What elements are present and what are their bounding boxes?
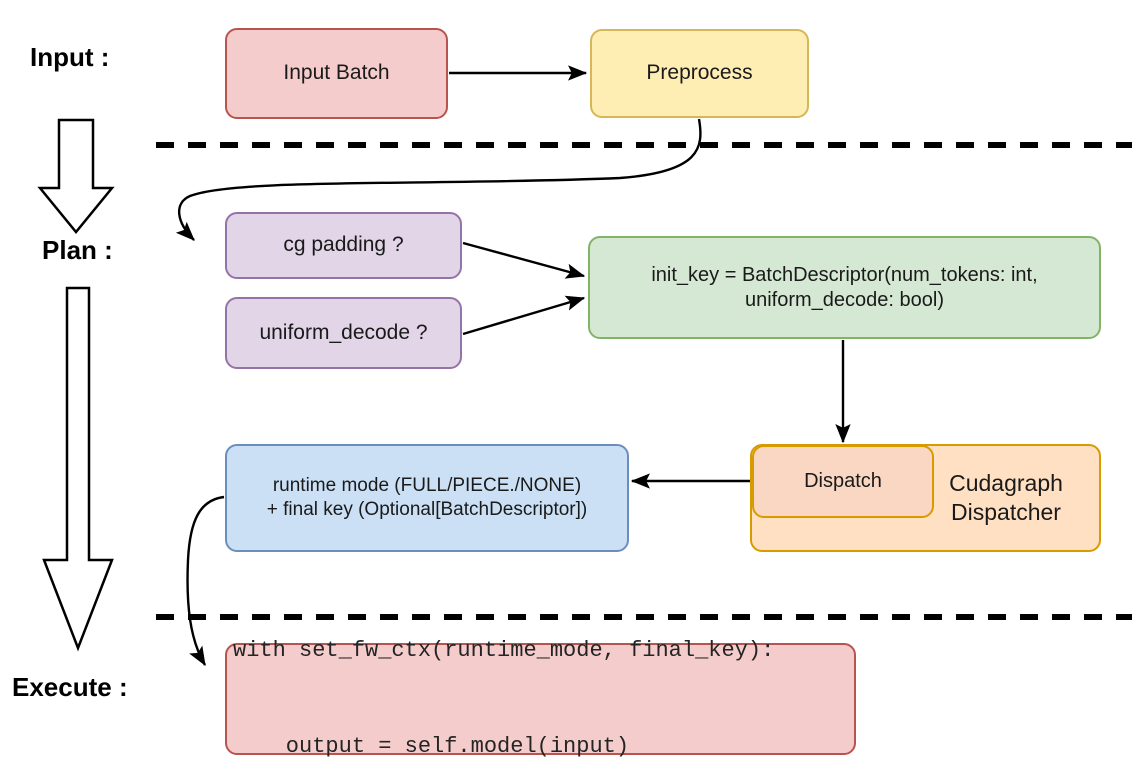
- edge-runtime-mode-to-code: [186, 495, 225, 667]
- node-runtime-mode-text: runtime mode (FULL/PIECE./NONE) + final …: [267, 474, 588, 522]
- node-runtime-mode-line2: + final key (Optional[BatchDescriptor]): [266, 499, 588, 520]
- node-uniform-decode-label: uniform_decode ?: [259, 320, 428, 344]
- node-cg-padding-label: cg padding ?: [283, 233, 404, 257]
- stage-label-execute: Execute :: [12, 672, 128, 702]
- node-input-batch-label: Input Batch: [283, 61, 390, 85]
- node-preprocess-label: Preprocess: [646, 61, 753, 85]
- stage-label-plan: Plan :: [42, 235, 113, 265]
- node-cudagraph-dispatcher-line2: Dispatcher: [951, 499, 1061, 525]
- edge-uniform-decode-to-init-key: [462, 295, 586, 336]
- node-cudagraph-dispatcher-text: Cudagraph Dispatcher: [931, 469, 1081, 527]
- stage-arrow-input-to-plan: [37, 118, 115, 234]
- edge-cg-padding-to-init-key: [462, 241, 586, 279]
- node-runtime-mode[interactable]: runtime mode (FULL/PIECE./NONE) + final …: [225, 444, 629, 552]
- node-uniform-decode[interactable]: uniform_decode ?: [225, 297, 462, 369]
- node-runtime-mode-line1: runtime mode (FULL/PIECE./NONE): [272, 475, 582, 497]
- node-code-block-line1: with set_fw_ctx(runtime_mode, final_key)…: [233, 638, 775, 664]
- node-input-batch[interactable]: Input Batch: [225, 28, 448, 119]
- node-code-block-text: with set_fw_ctx(runtime_mode, final_key)…: [233, 571, 774, 770]
- stage-label-input: Input :: [30, 42, 110, 72]
- node-cudagraph-dispatcher-line1: Cudagraph: [949, 470, 1063, 497]
- stage-arrow-plan-to-execute: [42, 286, 114, 652]
- node-init-key-line2: uniform_decode: bool): [744, 288, 944, 311]
- node-cg-padding[interactable]: cg padding ?: [225, 212, 462, 279]
- node-dispatch[interactable]: Dispatch: [752, 445, 934, 518]
- node-code-block-line2: output = self.model(input): [233, 733, 630, 759]
- node-dispatch-label: Dispatch: [804, 470, 882, 492]
- node-init-key-text: init_key = BatchDescriptor(num_tokens: i…: [651, 263, 1037, 313]
- node-init-key-line1: init_key = BatchDescriptor(num_tokens: i…: [651, 263, 1038, 286]
- node-init-key[interactable]: init_key = BatchDescriptor(num_tokens: i…: [588, 236, 1101, 339]
- node-code-block[interactable]: with set_fw_ctx(runtime_mode, final_key)…: [225, 638, 856, 759]
- node-preprocess[interactable]: Preprocess: [590, 29, 809, 118]
